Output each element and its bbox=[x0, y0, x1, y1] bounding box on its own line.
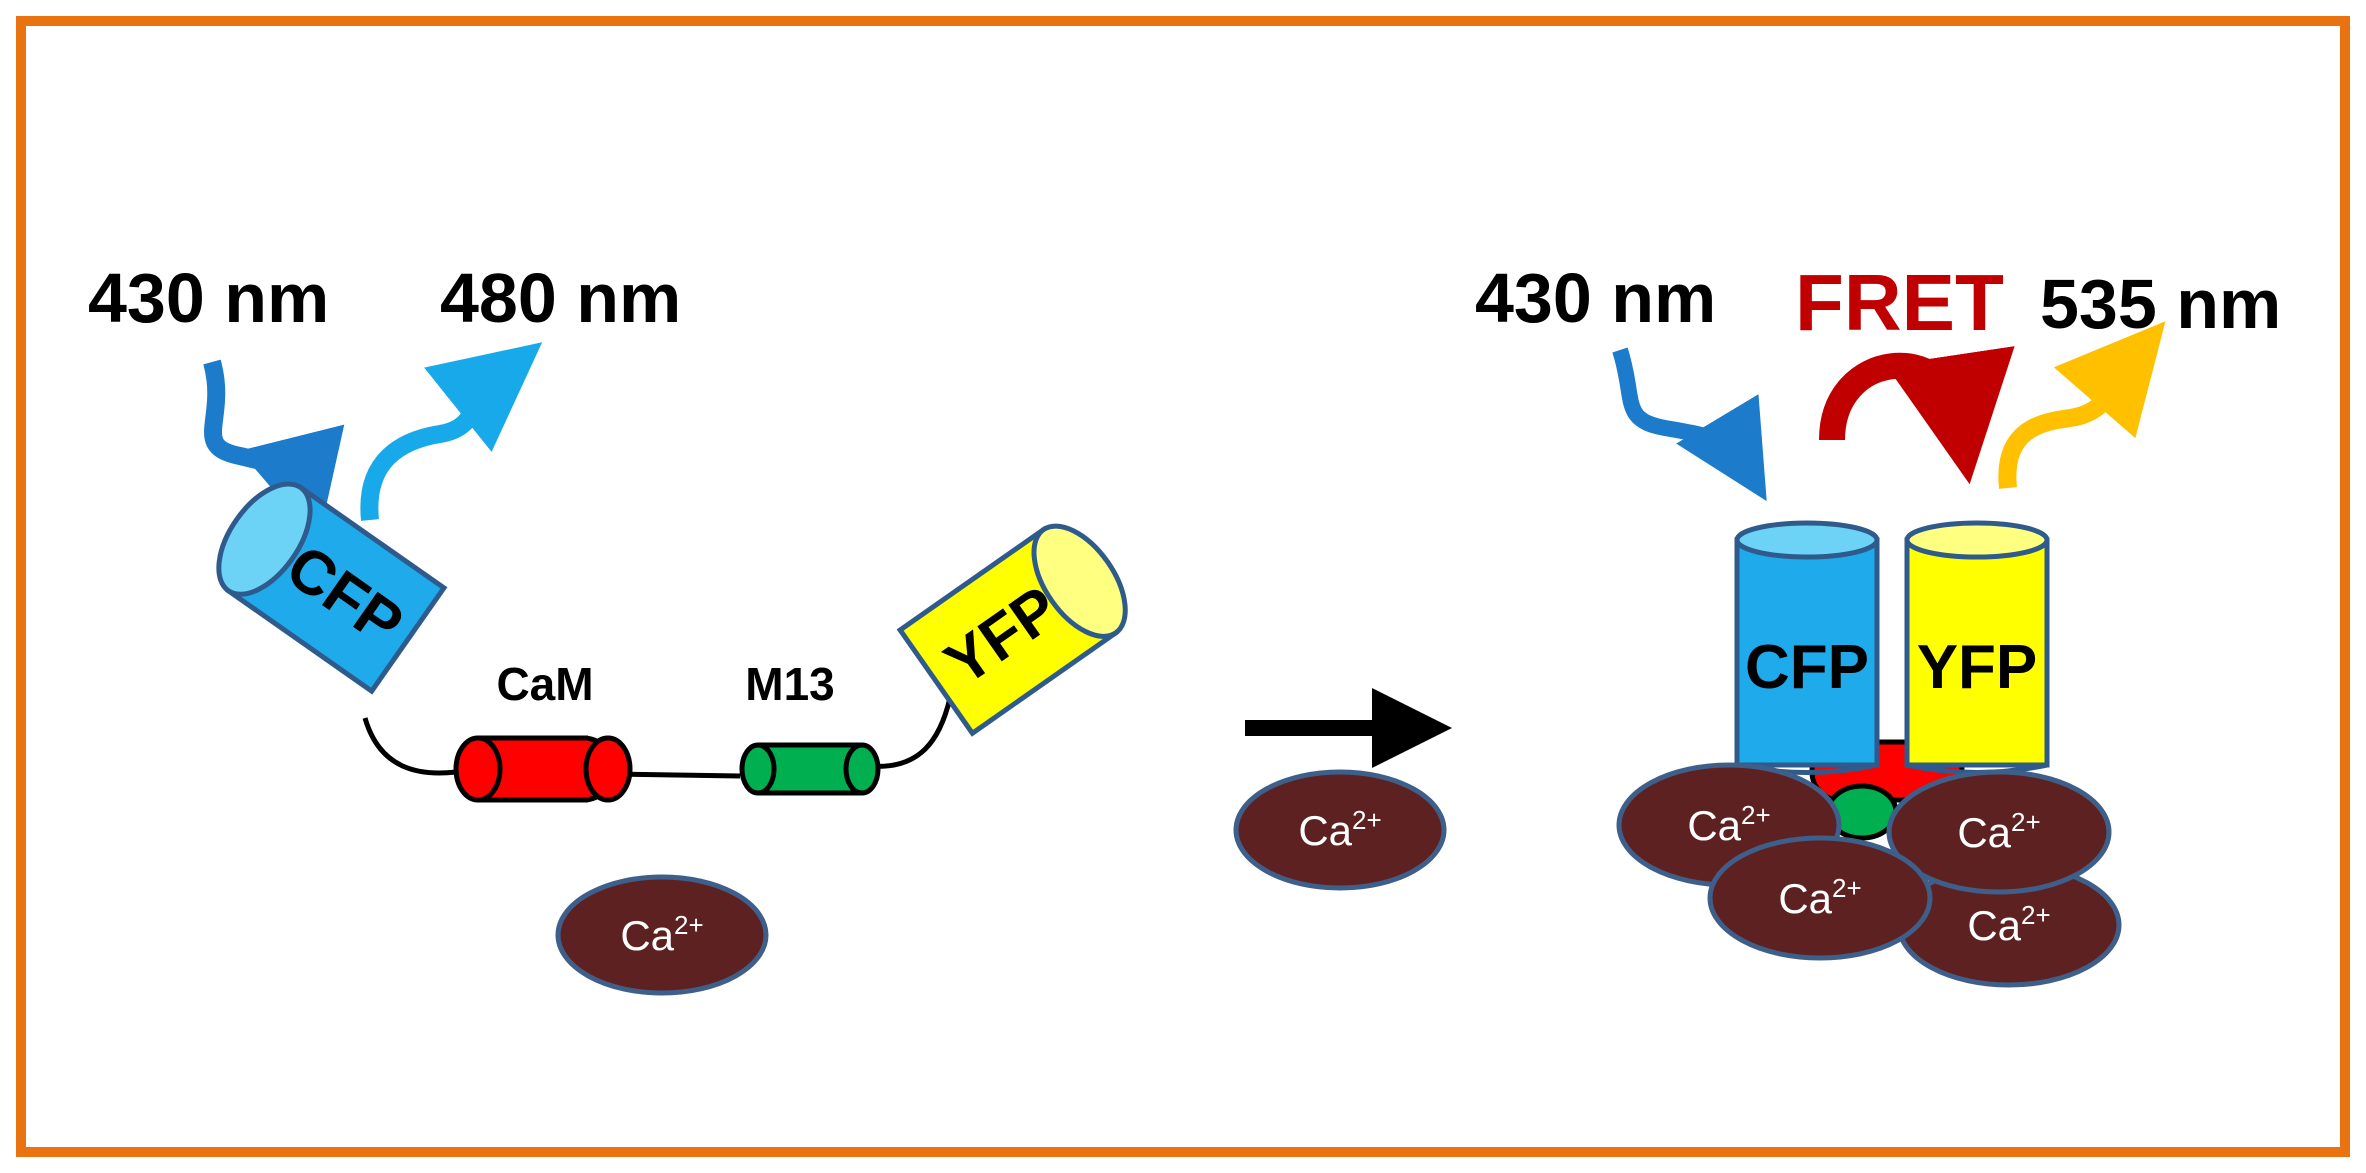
right-excitation-label: 430 nm bbox=[1475, 259, 1716, 337]
ion-symbol: Ca bbox=[1778, 875, 1832, 922]
left-cfp-cylinder: CFP bbox=[216, 481, 448, 695]
right-yfp-cylinder: YFP bbox=[1904, 520, 2050, 775]
ion-symbol: Ca bbox=[1967, 902, 2021, 949]
right-cfp-label: CFP bbox=[1745, 633, 1869, 702]
ion-charge: 2+ bbox=[1352, 805, 1382, 835]
ion-charge: 2+ bbox=[2021, 900, 2051, 930]
ion-charge: 2+ bbox=[674, 910, 704, 940]
left-emission-label: 480 nm bbox=[440, 259, 681, 337]
svg-text:Ca2+: Ca2+ bbox=[1687, 800, 1770, 849]
bound-calcium-ion: Ca2+ bbox=[1886, 769, 2112, 895]
ion-symbol: Ca bbox=[1298, 807, 1352, 854]
cam-label: CaM bbox=[496, 658, 593, 710]
fret-arrow bbox=[1819, 345, 2015, 485]
svg-text:Ca2+: Ca2+ bbox=[1298, 805, 1381, 854]
right-emission-arrow bbox=[1998, 321, 2166, 489]
middle-calcium-ion: Ca2+ bbox=[1233, 769, 1447, 891]
svg-text:Ca2+: Ca2+ bbox=[1967, 900, 2050, 949]
ion-symbol: Ca bbox=[1687, 802, 1741, 849]
m13-domain bbox=[739, 742, 881, 796]
cam-domain bbox=[453, 735, 633, 803]
ion-charge: 2+ bbox=[1741, 800, 1771, 830]
ion-charge: 2+ bbox=[1832, 873, 1862, 903]
left-excitation-arrow bbox=[203, 359, 345, 543]
fret-label: FRET bbox=[1795, 258, 2004, 347]
svg-text:Ca2+: Ca2+ bbox=[620, 910, 703, 959]
bound-calcium-ion: Ca2+ bbox=[1707, 835, 1933, 961]
ion-charge: 2+ bbox=[2011, 807, 2041, 837]
bound-calcium-ion: Ca2+ bbox=[1896, 862, 2122, 988]
right-emission-label: 535 nm bbox=[2040, 265, 2281, 343]
ion-symbol: Ca bbox=[620, 912, 674, 959]
left-panel: 430 nm 480 nm CFP YFP CaM bbox=[88, 259, 1128, 996]
middle-transition: Ca2+ bbox=[1233, 688, 1452, 891]
left-calcium-ion: Ca2+ bbox=[555, 874, 769, 996]
ion-symbol: Ca bbox=[1957, 809, 2011, 856]
right-excitation-arrow bbox=[1612, 347, 1767, 502]
right-cfp-cylinder: CFP bbox=[1734, 520, 1880, 775]
left-emission-arrow bbox=[360, 342, 543, 521]
svg-text:Ca2+: Ca2+ bbox=[1778, 873, 1861, 922]
m13-label: M13 bbox=[745, 658, 834, 710]
left-excitation-label: 430 nm bbox=[88, 259, 329, 337]
right-yfp-label: YFP bbox=[1917, 633, 2038, 702]
left-yfp-cylinder: YFP bbox=[896, 523, 1128, 737]
right-panel: 430 nm FRET 535 nm CFP YFP Ca2+ bbox=[1475, 258, 2281, 988]
svg-text:Ca2+: Ca2+ bbox=[1957, 807, 2040, 856]
